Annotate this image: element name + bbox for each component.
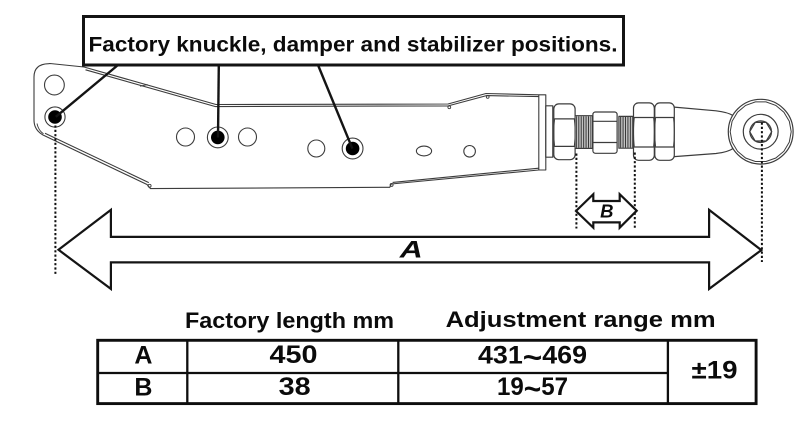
svg-text:38: 38	[279, 373, 311, 401]
svg-text:B: B	[134, 373, 152, 401]
svg-text:431~469: 431~469	[478, 340, 587, 375]
svg-text:±19: ±19	[692, 357, 738, 385]
svg-text:A: A	[398, 237, 422, 264]
svg-text:A: A	[134, 341, 152, 369]
svg-text:Factory knuckle, damper and st: Factory knuckle, damper and stabilizer p…	[89, 32, 618, 56]
svg-text:Adjustment range mm: Adjustment range mm	[446, 307, 716, 332]
svg-text:Factory length mm: Factory length mm	[185, 308, 394, 333]
svg-text:450: 450	[270, 341, 318, 369]
svg-text:19~57: 19~57	[497, 371, 568, 406]
svg-text:B: B	[600, 200, 613, 221]
